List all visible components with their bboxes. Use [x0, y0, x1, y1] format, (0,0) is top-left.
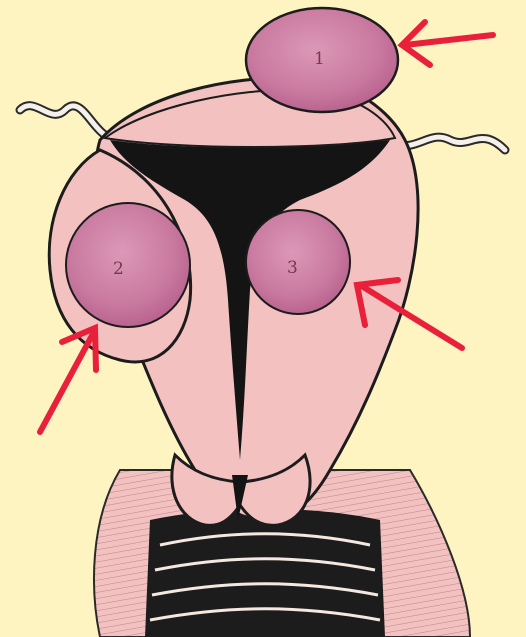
fibroid-1: 1	[246, 8, 398, 112]
fibroid-3-label: 3	[287, 258, 298, 278]
fibroid-3: 3	[246, 210, 350, 314]
fibroid-2-label: 2	[113, 259, 124, 279]
fibroid-2: 2	[66, 203, 190, 327]
fibroid-1-label: 1	[314, 49, 325, 69]
